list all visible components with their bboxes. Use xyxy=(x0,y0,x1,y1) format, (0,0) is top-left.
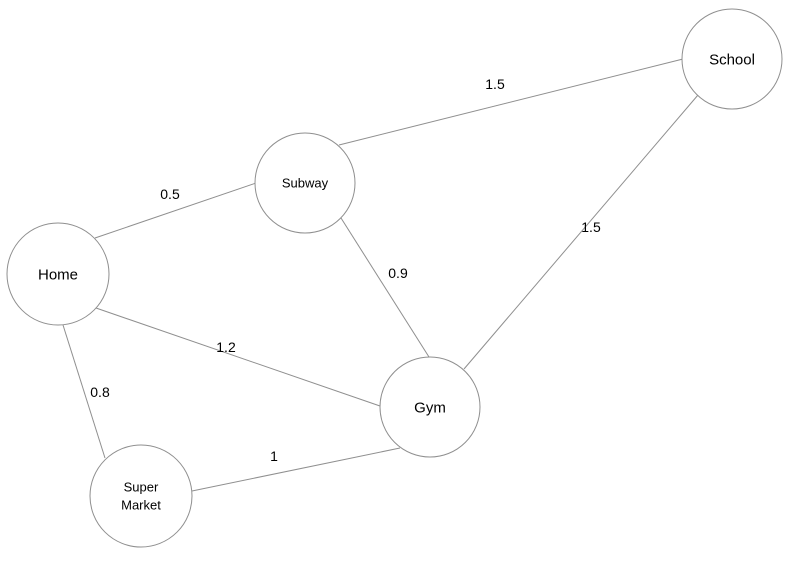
edge-gym-school[interactable] xyxy=(463,94,699,370)
node-super-market[interactable] xyxy=(89,444,193,548)
edge-weight-subway-school: 1.5 xyxy=(485,76,505,92)
edge-subway-gym[interactable] xyxy=(340,217,430,358)
node-label-subway: Subway xyxy=(282,176,329,191)
edge-weight-gym-school: 1.5 xyxy=(581,219,601,235)
edge-weight-home-gym: 1.2 xyxy=(216,339,236,355)
node-school[interactable] xyxy=(681,8,783,110)
edge-weight-home-super-market: 0.8 xyxy=(90,384,110,400)
node-home[interactable] xyxy=(6,222,110,326)
edge-weight-super-market-gym: 1 xyxy=(270,448,278,464)
node-label-gym: Gym xyxy=(414,399,446,416)
edge-home-super-market[interactable] xyxy=(62,324,106,459)
edge-home-gym[interactable] xyxy=(95,307,381,407)
edge-weight-subway-gym: 0.9 xyxy=(388,265,408,281)
edge-weight-home-subway: 0.5 xyxy=(160,186,180,202)
node-label-school: School xyxy=(709,51,755,68)
node-label-line: Super xyxy=(124,480,159,495)
edge-super-market-gym[interactable] xyxy=(191,447,401,492)
node-label-home: Home xyxy=(38,266,78,283)
node-subway[interactable] xyxy=(254,132,356,234)
edge-subway-school[interactable] xyxy=(338,58,684,146)
node-label-line: Market xyxy=(121,498,161,513)
edge-home-subway[interactable] xyxy=(94,182,257,239)
node-gym[interactable] xyxy=(379,356,481,458)
